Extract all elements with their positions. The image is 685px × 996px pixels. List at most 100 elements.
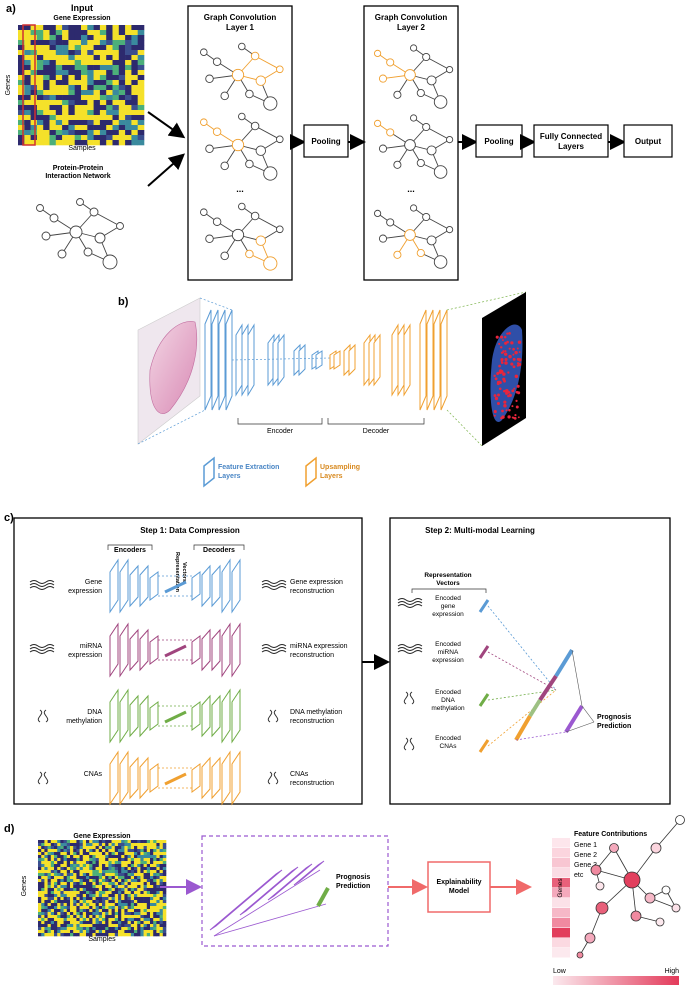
heat-cell (114, 915, 119, 919)
heat-cell (162, 918, 167, 922)
heat-cell (143, 924, 148, 928)
heat-cell (108, 918, 112, 922)
heat-cell (86, 900, 90, 904)
heat-cell (118, 858, 122, 862)
contrib-node (595, 881, 605, 891)
heat-cell (73, 903, 77, 907)
genes-vertical-d: Genes (557, 878, 564, 898)
heat-cell (79, 867, 84, 871)
heat-cell (54, 897, 58, 901)
heat-cell (108, 846, 112, 850)
graph-node (255, 145, 266, 156)
heat-cell (143, 879, 148, 883)
heat-cell (87, 120, 94, 126)
heat-cell (55, 35, 63, 41)
heat-cell (121, 900, 125, 904)
heat-cell (55, 70, 63, 76)
heat-cell (140, 885, 144, 889)
projection-line (231, 357, 331, 361)
heat-cell (112, 120, 120, 126)
heat-cell (30, 140, 38, 146)
heat-cell (82, 912, 87, 916)
seg-dot (499, 346, 503, 349)
heat-cell (150, 897, 154, 901)
heat-cell (137, 855, 141, 859)
heat-cell (76, 861, 80, 865)
heat-cell (98, 873, 103, 877)
heat-cell (146, 873, 151, 877)
heat-cell (108, 909, 112, 913)
heat-cell (118, 45, 126, 51)
encoded-label: Encoded (435, 641, 461, 648)
heat-cell (131, 140, 138, 146)
heat-cell (66, 909, 71, 913)
heat-cell (24, 105, 31, 111)
contrib-edge (655, 819, 681, 849)
heat-cell (111, 846, 116, 850)
heat-cell (137, 891, 141, 895)
heat-cell (112, 25, 120, 31)
input-title: Input (71, 3, 93, 13)
heat-cell (76, 846, 80, 850)
graph-node (374, 49, 382, 58)
heat-cell (102, 876, 106, 880)
heat-cell (89, 885, 93, 889)
graph-node (404, 69, 416, 81)
graph-node (205, 234, 214, 244)
heat-cell (143, 840, 148, 844)
heat-cell (106, 85, 113, 91)
heat-cell (74, 65, 82, 71)
heat-cell (98, 870, 103, 874)
heat-cell (98, 897, 103, 901)
heat-cell (92, 888, 96, 892)
heat-cell (150, 933, 154, 937)
graph-edge (425, 126, 450, 140)
heat-cell (38, 903, 42, 907)
heat-cell (106, 120, 113, 126)
heat-cell (146, 840, 151, 844)
heat-cell (54, 888, 58, 892)
graph-node (212, 57, 222, 66)
heat-cell (66, 915, 71, 919)
heat-cell (87, 70, 94, 76)
omics-icon (261, 644, 287, 648)
heat-cell (125, 50, 132, 56)
seg-dot (505, 391, 509, 395)
heat-cell (73, 840, 77, 844)
heat-cell (92, 885, 96, 889)
heat-cell (140, 858, 144, 862)
heat-cell (92, 918, 96, 922)
encoded-label: Encoded (435, 689, 461, 696)
heat-cell (81, 130, 88, 136)
heat-cell (105, 849, 109, 853)
encoder-slab (277, 333, 285, 387)
heat-cell (60, 885, 64, 889)
heat-cell (98, 882, 103, 886)
heat-cell (150, 882, 154, 886)
heat-cell (50, 903, 55, 907)
c-decoder-slab (221, 622, 231, 678)
heat-cell (81, 120, 88, 126)
heat-cell (81, 50, 88, 56)
heat-cell (99, 105, 107, 111)
heat-cell (81, 75, 88, 81)
heat-cell (153, 909, 157, 913)
heat-cell (162, 861, 167, 865)
heat-cell (146, 870, 151, 874)
heat-cell (60, 879, 64, 883)
heat-cell (118, 870, 122, 874)
heat-cell (87, 40, 94, 46)
heat-cell (79, 903, 84, 907)
heat-cell (49, 45, 57, 51)
heat-cell (89, 906, 93, 910)
heat-cell (50, 888, 55, 892)
heat-cell (140, 861, 144, 865)
heat-cell (92, 894, 96, 898)
heat-cell (99, 120, 107, 126)
heat-cell (74, 140, 82, 146)
heat-cell (105, 846, 109, 850)
heat-cell (130, 903, 135, 907)
heat-cell (114, 891, 119, 895)
graph-node (433, 255, 448, 269)
heat-cell (159, 894, 164, 898)
